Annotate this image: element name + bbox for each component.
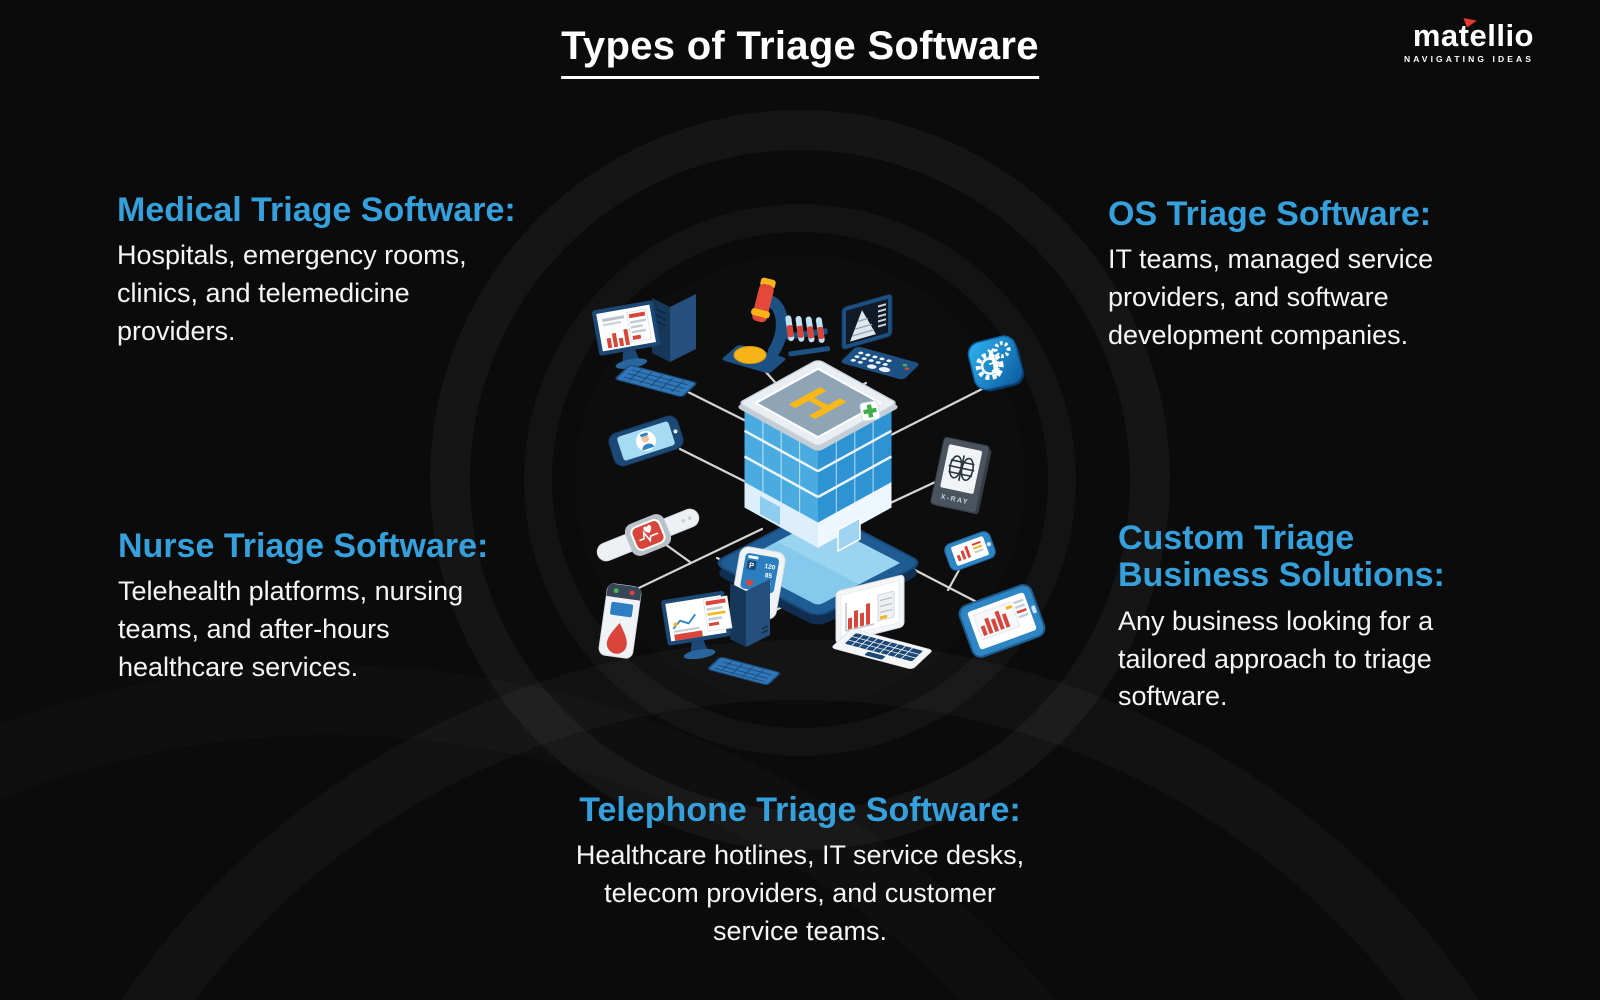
telemedicine-phone-icon (608, 415, 684, 467)
ultrasound-machine-icon (841, 294, 919, 380)
custom-heading: Custom Triage Business Solutions: (1118, 519, 1445, 595)
software-gear-dna-icon (967, 335, 1025, 392)
bp-diastolic: 85 (764, 572, 773, 580)
bp-logo: P (748, 560, 755, 570)
os-description: IT teams, managed service providers, and… (1108, 244, 1434, 350)
medical-cross-icon (859, 400, 881, 422)
microscope-lab-icon (722, 277, 831, 373)
section-custom-triage: Custom Triage Business Solutions: Any bu… (1118, 519, 1548, 716)
section-os-triage: OS Triage Software: IT teams, managed se… (1108, 195, 1538, 355)
keyboard-icon (615, 365, 697, 397)
os-heading: OS Triage Software: (1108, 195, 1432, 233)
telephone-heading: Telephone Triage Software: (579, 791, 1021, 829)
logo-wordmark: matellio (1412, 18, 1534, 53)
section-medical-triage: Medical Triage Software: Hospitals, emer… (117, 191, 607, 351)
analytics-phone-icon (944, 531, 996, 571)
nurse-heading: Nurse Triage Software: (118, 527, 489, 565)
desktop-medical-records-icon (592, 294, 697, 397)
page-title: Types of Triage Software (561, 24, 1039, 79)
test-tubes-icon (785, 315, 831, 357)
medical-heading: Medical Triage Software: (117, 191, 516, 229)
smartwatch-icon (596, 508, 700, 562)
matellio-logo: matellio NAVIGATING IDEAS (1404, 20, 1534, 64)
desktop-patient-chart-icon (661, 579, 781, 685)
telephone-description: Healthcare hotlines, IT service desks, t… (575, 840, 1025, 946)
analytics-tablet-icon (958, 584, 1046, 658)
nurse-description: Telehealth platforms, nursing teams, and… (118, 576, 464, 682)
bp-systolic: 120 (764, 563, 776, 572)
glucose-meter-icon (598, 583, 642, 659)
section-telephone-triage: Telephone Triage Software: Healthcare ho… (500, 791, 1100, 951)
section-nurse-triage: Nurse Triage Software: Telehealth platfo… (118, 527, 588, 687)
helipad: H (740, 360, 896, 446)
triage-network-diagram: H (592, 277, 1046, 685)
custom-description: Any business looking for a tailored appr… (1118, 605, 1434, 712)
medical-description: Hospitals, emergency rooms, clinics, and… (117, 240, 467, 346)
xray-film-icon: X-RAY (930, 437, 992, 515)
analytics-laptop-icon (832, 574, 932, 669)
logo-tagline: NAVIGATING IDEAS (1403, 54, 1534, 64)
